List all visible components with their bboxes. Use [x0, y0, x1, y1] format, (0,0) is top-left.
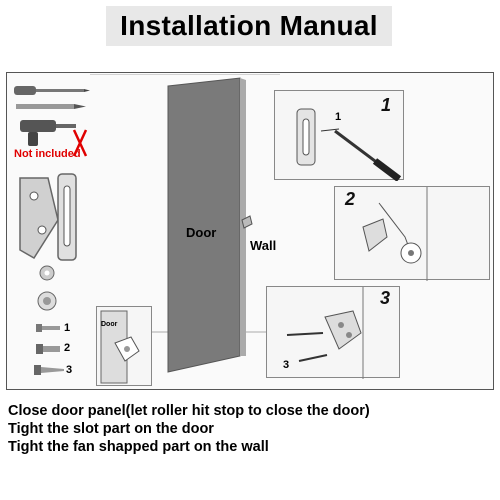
inset-door-label: Door	[101, 321, 118, 328]
bushing-icon	[37, 291, 57, 311]
inset-door-panel: Door	[96, 306, 152, 386]
screw-3-icon	[34, 365, 64, 375]
instruction-line-1: Close door panel(let roller hit stop to …	[8, 403, 370, 419]
door-scene	[90, 74, 280, 373]
step-1-number: 1	[381, 95, 392, 115]
screw-1-icon	[36, 324, 60, 332]
screw-2-icon	[36, 344, 60, 354]
wall-label: Wall	[250, 238, 277, 253]
step-1-illustration	[296, 108, 402, 181]
step-1-panel: 1 1	[274, 90, 404, 181]
drill-icon	[20, 120, 76, 146]
slot-plate-part-icon	[57, 173, 77, 261]
fan-bracket-part-icon	[19, 177, 59, 260]
step-3-panel: 3	[266, 286, 400, 379]
step-2-illustration	[362, 187, 428, 281]
step-2-number: 2	[345, 189, 356, 209]
door-label: Door	[186, 225, 217, 240]
instructions-block: Close door panel(let roller hit stop to …	[8, 402, 494, 456]
step-3-number: 3	[380, 288, 391, 308]
screw-2-label: 2	[64, 342, 71, 354]
cross-mark-icon	[72, 129, 88, 157]
not-included-label: Not included	[14, 148, 81, 160]
screwdriver-icon	[14, 86, 90, 95]
washer-icon	[39, 265, 55, 281]
inset-door-icon	[100, 310, 140, 384]
step-2-panel: 2	[334, 186, 490, 281]
step-1-callout: 1	[335, 111, 342, 123]
step-3-callout: 3	[283, 359, 290, 371]
screw-1-label: 1	[64, 322, 71, 334]
screw-3-label: 3	[66, 364, 73, 376]
instruction-line-2: Tight the slot part on the door	[8, 421, 214, 437]
step-3-illustration	[286, 287, 364, 379]
page-title: Installation Manual	[120, 10, 378, 41]
pencil-icon	[16, 104, 86, 109]
instruction-line-3: Tight the fan shapped part on the wall	[8, 439, 269, 455]
title-banner: Installation Manual	[106, 6, 392, 46]
